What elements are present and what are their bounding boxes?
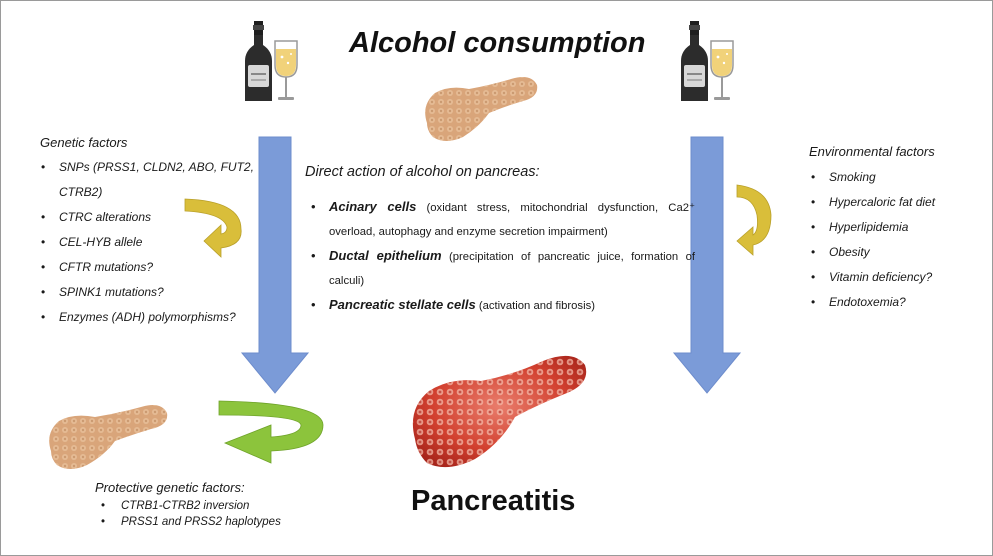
list-item: CTRC alterations xyxy=(39,205,269,230)
pancreas-icon xyxy=(425,77,538,141)
acinary-cells-label: Acinary cells xyxy=(329,199,417,214)
list-item: SPINK1 mutations? xyxy=(39,280,269,305)
list-item: Enzymes (ADH) polymorphisms? xyxy=(39,305,269,330)
list-item: SNPs (PRSS1, CLDN2, ABO, FUT2, xyxy=(39,155,269,180)
acinary-cells-detail: (oxidant stress, mitochondrial dysfuncti… xyxy=(329,202,695,238)
title-pancreatitis: Pancreatitis xyxy=(411,485,576,517)
direct-action-list: Acinary cells (oxidant stress, mitochond… xyxy=(307,195,695,318)
title-alcohol-consumption: Alcohol consumption xyxy=(349,27,646,59)
inflamed-pancreas-icon xyxy=(412,355,587,468)
ductal-epithelium-label: Ductal epithelium xyxy=(329,248,442,263)
protective-factors-heading: Protective genetic factors: xyxy=(95,480,245,495)
list-item: Obesity xyxy=(809,240,979,265)
blue-arrow-left xyxy=(240,136,310,394)
list-item: Vitamin deficiency? xyxy=(809,265,979,290)
list-item: Hypercaloric fat diet xyxy=(809,190,979,215)
direct-action-heading: Direct action of alcohol on pancreas: xyxy=(305,164,540,180)
ductal-epithelium-detail: (precipitation of pancreatic juice, form… xyxy=(329,251,695,287)
genetic-factors-heading: Genetic factors xyxy=(40,135,128,150)
protective-factors-list: CTRB1-CTRB2 inversion PRSS1 and PRSS2 ha… xyxy=(97,498,317,530)
stellate-cells-label: Pancreatic stellate cells xyxy=(329,297,476,312)
wine-glass-icon xyxy=(710,40,734,100)
list-item: CFTR mutations? xyxy=(39,255,269,280)
genetic-factors-list: SNPs (PRSS1, CLDN2, ABO, FUT2, CTRB2) CT… xyxy=(39,155,269,330)
blue-arrow-right xyxy=(672,136,742,394)
list-item: CEL-HYB allele xyxy=(39,230,269,255)
environmental-factors-heading: Environmental factors xyxy=(809,144,935,159)
list-item: PRSS1 and PRSS2 haplotypes xyxy=(97,514,317,530)
list-item: Acinary cells (oxidant stress, mitochond… xyxy=(307,195,695,244)
list-item: CTRB2) xyxy=(59,185,103,199)
wine-bottle-icon xyxy=(681,21,708,101)
list-item: Pancreatic stellate cells (activation an… xyxy=(307,293,695,318)
yellow-arrow-right xyxy=(736,184,772,256)
pancreas-icon xyxy=(49,405,168,469)
list-item: Ductal epithelium (precipitation of panc… xyxy=(307,244,695,293)
environmental-factors-list: Smoking Hypercaloric fat diet Hyperlipid… xyxy=(809,165,979,315)
list-item: Smoking xyxy=(809,165,979,190)
wine-glass-icon xyxy=(274,40,298,100)
list-item: Endotoxemia? xyxy=(809,290,979,315)
wine-bottle-icon xyxy=(245,21,272,101)
stellate-cells-detail: (activation and fibrosis) xyxy=(475,300,595,312)
list-item: Hyperlipidemia xyxy=(809,215,979,240)
list-item: CTRB1-CTRB2 inversion xyxy=(97,498,317,514)
